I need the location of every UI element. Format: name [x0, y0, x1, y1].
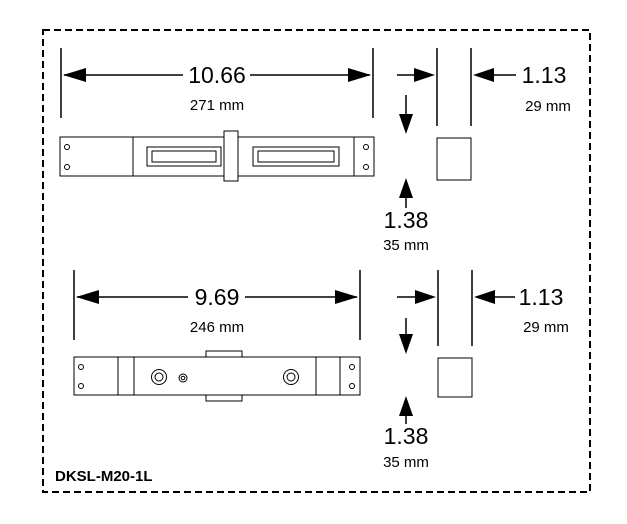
bottom-depth-mm: 29 mm	[523, 319, 569, 336]
bottom-depth-inches: 1.13	[519, 284, 564, 310]
bottom-side-view	[437, 357, 473, 398]
top-depth-mm: 29 mm	[525, 98, 571, 115]
bottom-height-inches: 1.38	[384, 423, 429, 449]
top-height-inches: 1.38	[384, 207, 429, 233]
bottom-length-mm: 246 mm	[190, 319, 244, 336]
dashed-frame	[42, 29, 591, 493]
bottom-depth-dimension	[397, 270, 515, 346]
bottom-length-inches: 9.69	[195, 284, 240, 310]
top-depth-dimension	[397, 48, 516, 126]
top-depth-inches: 1.13	[522, 62, 567, 88]
bottom-height-dimension	[399, 318, 413, 424]
top-length-dimension	[60, 48, 374, 118]
top-side-view	[436, 137, 472, 181]
top-height-dimension	[399, 95, 413, 208]
bottom-front-view	[73, 350, 361, 402]
top-front-view	[59, 130, 375, 182]
bottom-height-mm: 35 mm	[383, 454, 429, 471]
model-label: DKSL-M20-1L	[55, 468, 153, 485]
top-length-mm: 271 mm	[190, 97, 244, 114]
bottom-length-dimension	[73, 270, 361, 340]
top-height-mm: 35 mm	[383, 237, 429, 254]
top-length-inches: 10.66	[188, 62, 246, 88]
